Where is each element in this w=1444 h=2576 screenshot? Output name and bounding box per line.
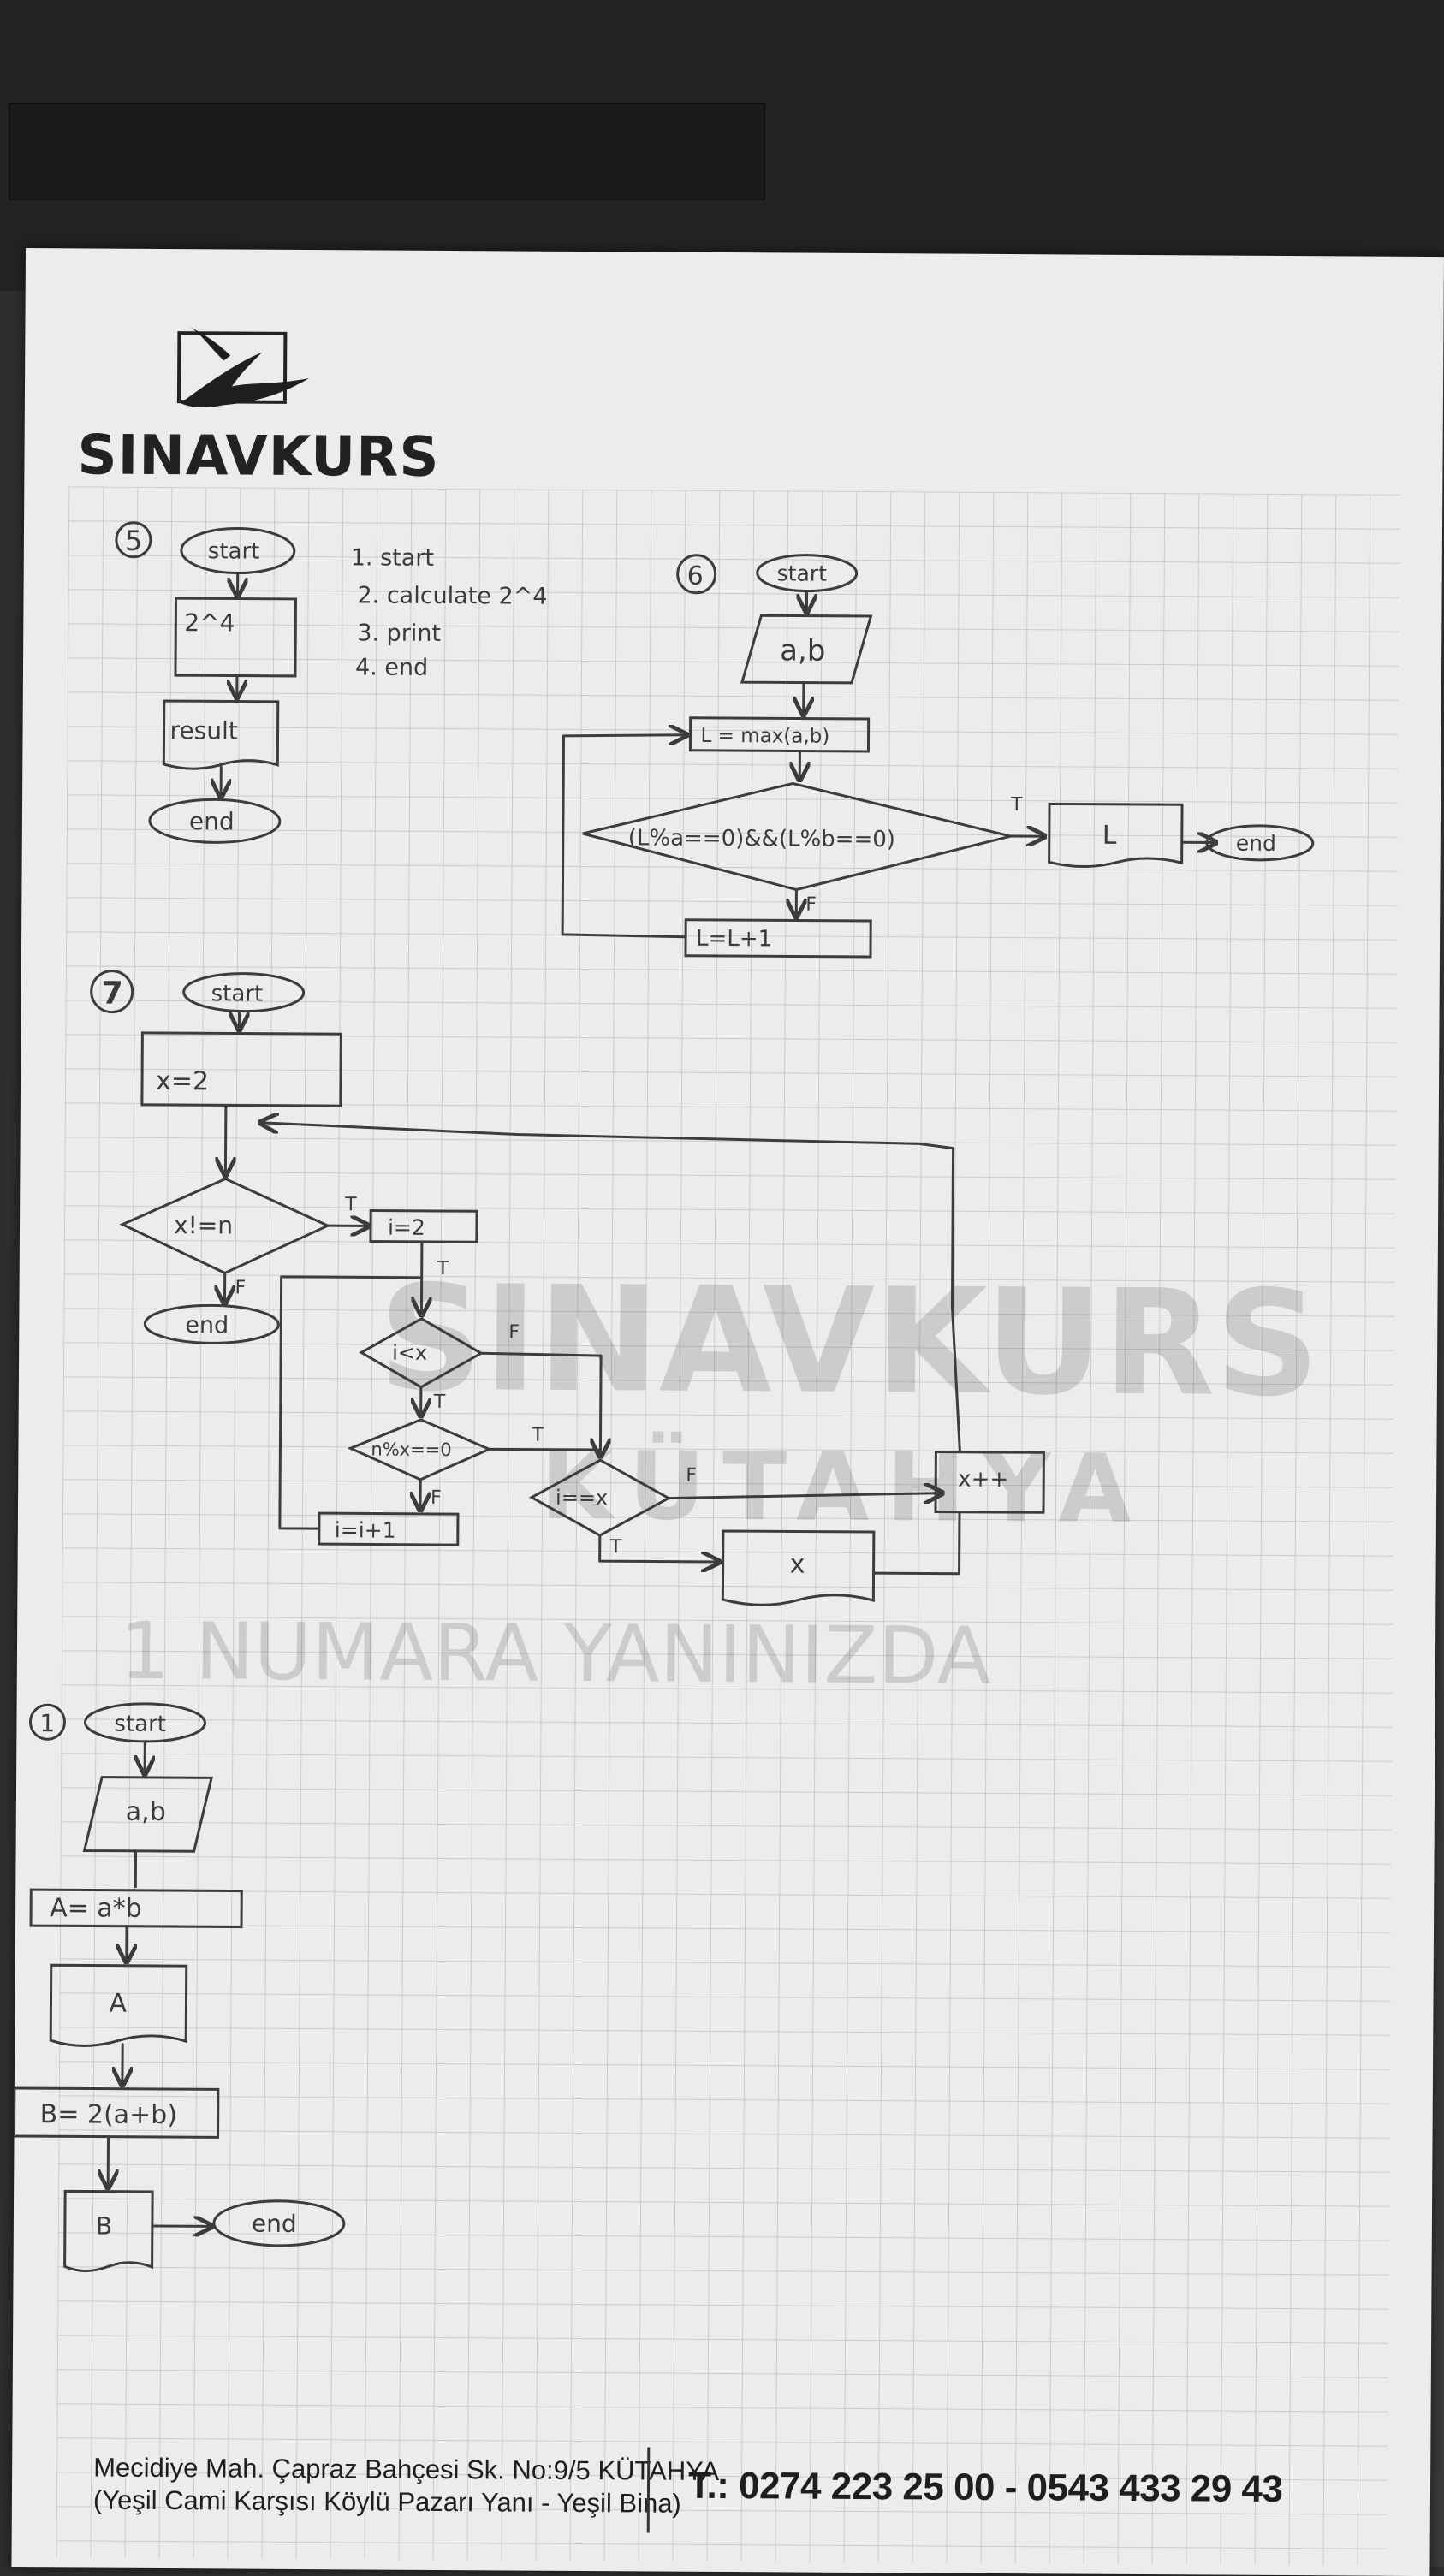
flow6-number: 6 xyxy=(687,561,704,591)
watermark: SINAVKURS KÜTAHYA 1 NUMARA YANINIZDA xyxy=(120,1253,1321,1705)
flow5-calc: 2^4 xyxy=(184,608,235,637)
footer-address-line2: (Yeşil Cami Karşısı Köylü Pazarı Yanı - … xyxy=(93,2485,681,2520)
flow7-false-label: F xyxy=(235,1278,247,1299)
flow6-true-label: T xyxy=(1010,794,1023,816)
flow5-step1: 1. start xyxy=(351,544,434,572)
flow5-output: result xyxy=(169,716,237,745)
flowchart-1: 1 start a,b A= a*b A B= 2(a+b) B end xyxy=(14,1703,348,2272)
flow7-true-label: T xyxy=(344,1194,357,1215)
flow7-init: x=2 xyxy=(156,1066,209,1096)
footer: Mecidiye Mah. Çapraz Bahçesi Sk. No:9/5 … xyxy=(12,2401,1431,2512)
flow1-input: a,b xyxy=(126,1797,166,1827)
flow5-number: 5 xyxy=(125,525,143,557)
flow1-start: start xyxy=(114,1712,166,1737)
flow7-true-label-5: T xyxy=(609,1536,622,1558)
desk-object xyxy=(9,103,765,200)
flow7-condition: x!=n xyxy=(174,1211,233,1239)
flow7-false-label-4: F xyxy=(431,1487,442,1509)
watermark-line3: 1 NUMARA YANINIZDA xyxy=(120,1606,991,1702)
footer-divider xyxy=(647,2447,651,2532)
flow7-true-label-3: T xyxy=(433,1392,446,1413)
flow7-true-label-2: T xyxy=(437,1258,449,1279)
flow7-end: end xyxy=(185,1312,229,1338)
flow6-output: L xyxy=(1102,821,1117,851)
footer-address-line1: Mecidiye Mah. Çapraz Bahçesi Sk. No:9/5 … xyxy=(93,2453,719,2487)
flow7-i-increment: i=i+1 xyxy=(335,1517,396,1542)
flow7-i-init: i=2 xyxy=(388,1215,425,1240)
flow7-number: 7 xyxy=(102,976,123,1012)
worksheet-paper: SINAVKURS SINAVKURS KÜTAHYA 1 NUMARA YAN… xyxy=(11,248,1444,2576)
flow6-init: L = max(a,b) xyxy=(700,725,829,748)
flow6-increment: L=L+1 xyxy=(696,926,772,953)
flow6-end: end xyxy=(1236,831,1276,856)
flow7-false-label-2: F xyxy=(508,1321,520,1343)
flow5-end: end xyxy=(189,807,235,835)
flow5-step4: 4. end xyxy=(355,654,428,681)
flow1-area: A= a*b xyxy=(50,1893,142,1924)
flow7-condition-4: i==x xyxy=(556,1486,608,1510)
flow1-end: end xyxy=(252,2210,297,2238)
flow5-step3: 3. print xyxy=(357,620,441,647)
flow7-condition-3: n%x==0 xyxy=(371,1439,451,1460)
footer-phone: T.: 0274 223 25 00 - 0543 433 29 43 xyxy=(688,2465,1283,2511)
flow6-condition: (L%a==0)&&(L%b==0) xyxy=(628,825,895,852)
flow1-perimeter: B= 2(a+b) xyxy=(40,2099,178,2130)
flow5-start: start xyxy=(208,538,260,564)
flowchart-6: 6 start a,b L = max(a,b) (L%a==0)&&(L%b=… xyxy=(562,554,1315,959)
flow7-output: x xyxy=(790,1549,805,1579)
watermark-line2: KÜTAHYA xyxy=(540,1430,1149,1544)
flow6-false-label: F xyxy=(805,894,817,916)
flow7-false-label-5: F xyxy=(686,1465,697,1487)
flow1-output-2: B xyxy=(96,2212,112,2241)
flow5-step2: 2. calculate 2^4 xyxy=(357,582,547,609)
flow6-start: start xyxy=(777,561,828,585)
flow7-condition-2: i<x xyxy=(392,1341,427,1365)
flow7-x-increment: x++ xyxy=(958,1467,1008,1493)
flow6-input: a,b xyxy=(780,633,825,668)
flow7-start: start xyxy=(211,981,264,1006)
flow1-number: 1 xyxy=(39,1709,55,1737)
flow7-true-label-4: T xyxy=(531,1425,544,1446)
flowchart-drawing: SINAVKURS KÜTAHYA 1 NUMARA YANINIZDA 5 s… xyxy=(11,248,1444,2576)
flow1-output-1: A xyxy=(109,1989,127,2019)
flowchart-5: 5 start 2^4 result end 1. start 2. calcu… xyxy=(115,523,548,845)
